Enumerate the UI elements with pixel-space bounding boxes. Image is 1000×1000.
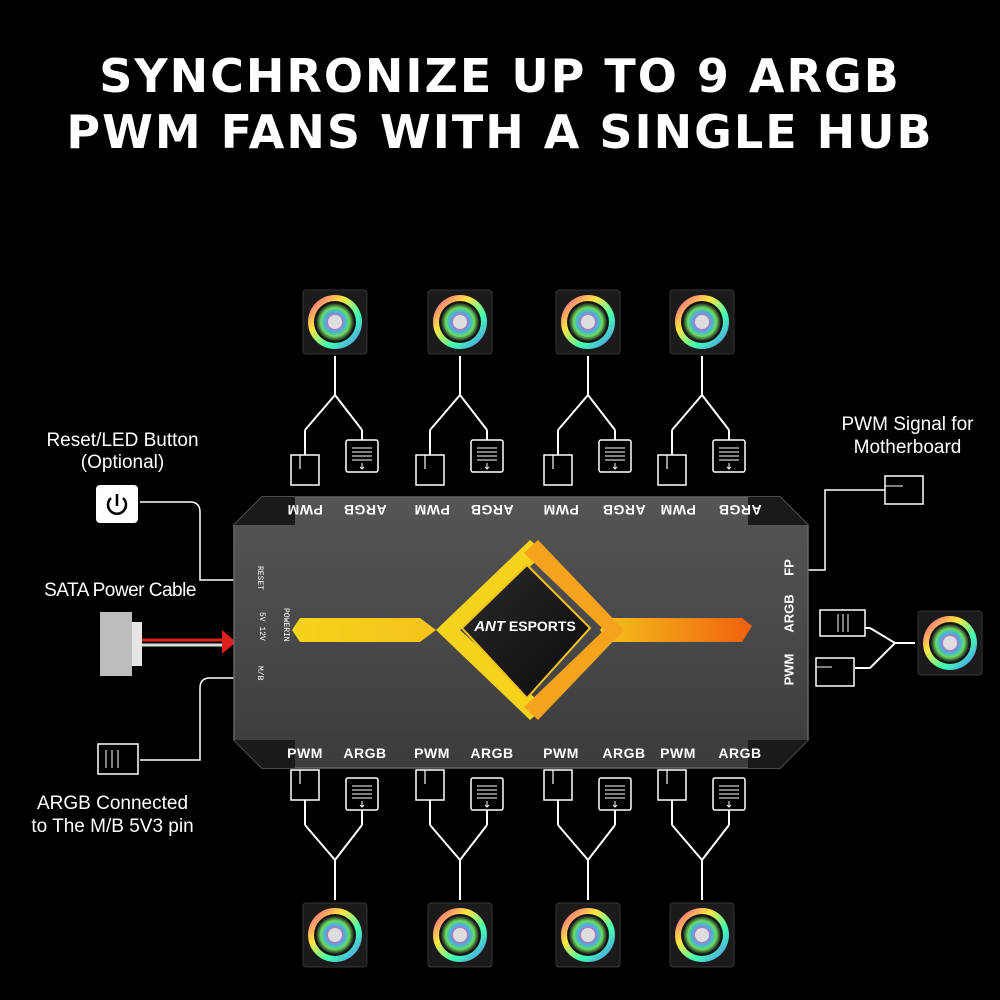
top-port-label: ARGB xyxy=(718,502,762,518)
bottom-fan-groups xyxy=(290,769,746,968)
argb-mb-label-2: to The M/B 5V3 pin xyxy=(31,816,194,837)
right-port-label-pwm: PWM xyxy=(781,653,797,686)
brand-ant: ANT xyxy=(474,618,506,635)
left-label-mb: M/B xyxy=(255,666,264,681)
bottom-port-label: ARGB xyxy=(470,745,514,761)
top-port-label: ARGB xyxy=(343,502,387,518)
top-port-label: PWM xyxy=(543,502,579,518)
argb-mb-label-1: ARGB Connected xyxy=(36,793,189,814)
argb-mb-cable xyxy=(97,677,236,775)
right-fan-group xyxy=(815,609,983,687)
left-label-powerin: POWERIN xyxy=(281,608,290,642)
pwm-signal-label-1: PWM Signal for xyxy=(841,414,974,435)
left-label-reset: RESET xyxy=(255,566,264,591)
brand-esports: ESPORTS xyxy=(508,618,576,634)
reset-cable xyxy=(140,501,236,581)
bottom-port-label: ARGB xyxy=(343,745,387,761)
bottom-port-label: PWM xyxy=(660,745,696,761)
bottom-port-label: PWM xyxy=(543,745,579,761)
sata-cable xyxy=(100,612,236,676)
bottom-port-label: PWM xyxy=(414,745,450,761)
title-line-2: PWM FANS WITH A SINGLE HUB xyxy=(66,105,934,159)
reset-led-optional-label: (Optional) xyxy=(80,452,165,473)
top-port-label: PWM xyxy=(287,502,323,518)
right-port-label-argb: ARGB xyxy=(781,594,797,633)
top-port-label: ARGB xyxy=(602,502,646,518)
bottom-port-label: PWM xyxy=(287,745,323,761)
reset-led-label: Reset/LED Button xyxy=(46,430,199,451)
bottom-port-label: ARGB xyxy=(718,745,762,761)
top-port-label: PWM xyxy=(414,502,450,518)
power-icon xyxy=(106,494,128,515)
fp-signal-cable xyxy=(805,475,924,571)
right-port-label-fp: FP xyxy=(781,559,797,576)
pwm-signal-label-2: Motherboard xyxy=(853,437,962,458)
hub-lightbars xyxy=(292,540,752,720)
hub-brand-logo: ANT ESPORTS xyxy=(470,618,580,635)
top-fan-groups xyxy=(290,289,746,486)
sata-label: SATA Power Cable xyxy=(44,580,196,601)
top-port-label: PWM xyxy=(660,502,696,518)
title-line-1: SYNCHRONIZE UP TO 9 ARGB xyxy=(99,49,901,103)
bottom-port-label: ARGB xyxy=(602,745,646,761)
reset-led-button[interactable] xyxy=(96,485,138,523)
left-label-volts: 5V 12V xyxy=(257,612,266,641)
top-port-label: ARGB xyxy=(470,502,514,518)
